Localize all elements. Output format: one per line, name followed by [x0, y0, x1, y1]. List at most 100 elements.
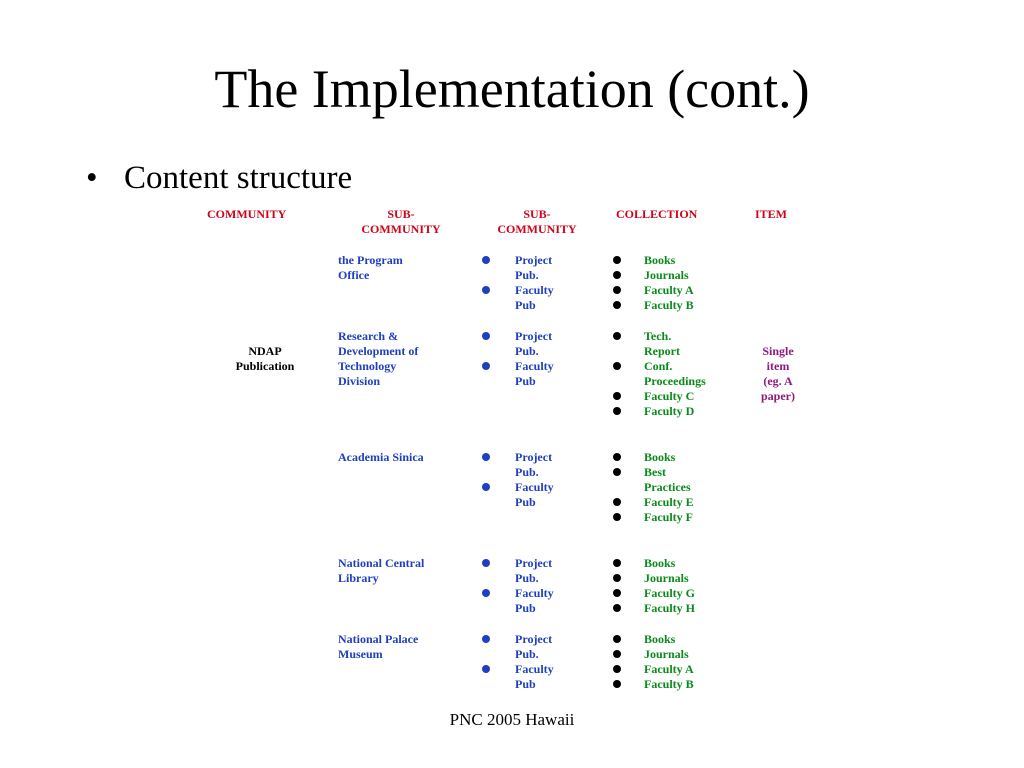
collection-bullet-icon: [613, 680, 621, 688]
collection-bullet-icon: [613, 256, 621, 264]
sub-subcommunity-name: Project: [515, 556, 553, 570]
collection-name: Journals: [644, 268, 689, 282]
sub-subcommunity-name: Pub.: [515, 647, 539, 661]
subcommunity-name: Museum: [338, 647, 383, 661]
collection-bullet-icon: [613, 589, 621, 597]
bullet-item: • Content structure: [86, 162, 352, 195]
header-subcommunity-2-line2: COMMUNITY: [497, 222, 577, 236]
sub-bullet-icon: [482, 286, 490, 294]
subcommunity-name: National Palace: [338, 632, 419, 646]
sub-subcommunity-name: Pub.: [515, 465, 539, 479]
collection-bullet-icon: [613, 604, 621, 612]
collection-name: Faculty B: [644, 677, 694, 691]
collection-bullet-icon: [613, 468, 621, 476]
sub-subcommunity-name: Pub: [515, 495, 536, 509]
collection-bullet-icon: [613, 362, 621, 370]
collection-name: Faculty C: [644, 389, 695, 403]
subcommunity-name: Development of: [338, 344, 419, 358]
collection-name: Faculty A: [644, 283, 694, 297]
collection-name: Faculty E: [644, 495, 694, 509]
collection-name: Books: [644, 253, 676, 267]
collection-bullet-icon: [613, 574, 621, 582]
sub-subcommunity-name: Faculty: [515, 359, 554, 373]
collection-bullet-icon: [613, 513, 621, 521]
sub-subcommunity-name: Pub.: [515, 571, 539, 585]
collection-name: Books: [644, 556, 676, 570]
sub-subcommunity-name: Project: [515, 253, 553, 267]
subcommunity-name: National Central: [338, 556, 425, 570]
collection-name: Faculty A: [644, 662, 694, 676]
collection-name: Best: [644, 465, 666, 479]
sub-subcommunity-name: Pub: [515, 298, 536, 312]
header-item: ITEM: [755, 207, 788, 221]
community-name-line2: Publication: [235, 359, 295, 373]
sub-bullet-icon: [482, 453, 490, 461]
collection-bullet-icon: [613, 286, 621, 294]
collection-name: Tech.: [644, 329, 672, 343]
collection-name: Faculty D: [644, 404, 695, 418]
collection-bullet-icon: [613, 332, 621, 340]
collection-name: Report: [644, 344, 680, 358]
header-subcommunity-2-line1: SUB-: [523, 207, 551, 221]
sub-subcommunity-name: Project: [515, 632, 553, 646]
sub-subcommunity-name: Faculty: [515, 586, 554, 600]
sub-bullet-icon: [482, 362, 490, 370]
collection-name: Faculty B: [644, 298, 694, 312]
sub-bullet-icon: [482, 483, 490, 491]
item-label-line3: (eg. A: [763, 374, 793, 388]
sub-subcommunity-name: Pub: [515, 374, 536, 388]
sub-bullet-icon: [482, 635, 490, 643]
header-subcommunity-1-line2: COMMUNITY: [361, 222, 441, 236]
collection-bullet-icon: [613, 301, 621, 309]
collection-name: Conf.: [644, 359, 673, 373]
collection-bullet-icon: [613, 271, 621, 279]
collection-name: Practices: [644, 480, 691, 494]
collection-name: Faculty H: [644, 601, 695, 615]
subcommunity-name: Library: [338, 571, 379, 585]
slide-footer: PNC 2005 Hawaii: [449, 710, 575, 729]
sub-subcommunity-name: Faculty: [515, 480, 554, 494]
subcommunity-name: Office: [338, 268, 370, 282]
subcommunity-name: the Program: [338, 253, 403, 267]
collection-bullet-icon: [613, 650, 621, 658]
sub-subcommunity-name: Pub: [515, 601, 536, 615]
collection-name: Faculty G: [644, 586, 695, 600]
slide-title: The Implementation (cont.): [214, 59, 810, 119]
sub-bullet-icon: [482, 332, 490, 340]
item-label-line4: paper): [761, 389, 795, 403]
collection-name: Books: [644, 450, 676, 464]
sub-subcommunity-name: Pub: [515, 677, 536, 691]
collection-name: Books: [644, 632, 676, 646]
collection-name: Journals: [644, 571, 689, 585]
bullet-dot-icon: •: [86, 160, 98, 196]
item-label-line2: item: [766, 359, 790, 373]
sub-subcommunity-name: Faculty: [515, 283, 554, 297]
header-collection: COLLECTION: [616, 207, 698, 221]
header-subcommunity-1-line1: SUB-: [387, 207, 415, 221]
collection-name: Faculty F: [644, 510, 693, 524]
sub-bullet-icon: [482, 559, 490, 567]
collection-bullet-icon: [613, 453, 621, 461]
sub-subcommunity-name: Project: [515, 450, 553, 464]
sub-bullet-icon: [482, 589, 490, 597]
collection-bullet-icon: [613, 407, 621, 415]
subcommunity-name: Technology: [338, 359, 397, 373]
header-community: COMMUNITY: [207, 207, 287, 221]
collection-name: Journals: [644, 647, 689, 661]
subcommunity-name: Research &: [338, 329, 399, 343]
sub-bullet-icon: [482, 665, 490, 673]
collection-bullet-icon: [613, 635, 621, 643]
sub-subcommunity-name: Project: [515, 329, 553, 343]
sub-subcommunity-name: Pub.: [515, 344, 539, 358]
subcommunity-name: Division: [338, 374, 381, 388]
community-name-line1: NDAP: [248, 344, 282, 358]
collection-bullet-icon: [613, 665, 621, 673]
item-label-line1: Single: [762, 344, 794, 358]
bullet-text: Content structure: [124, 160, 353, 196]
collection-name: Proceedings: [644, 374, 706, 388]
collection-bullet-icon: [613, 559, 621, 567]
subcommunity-name: Academia Sinica: [338, 450, 424, 464]
collection-bullet-icon: [613, 392, 621, 400]
sub-bullet-icon: [482, 256, 490, 264]
collection-bullet-icon: [613, 498, 621, 506]
